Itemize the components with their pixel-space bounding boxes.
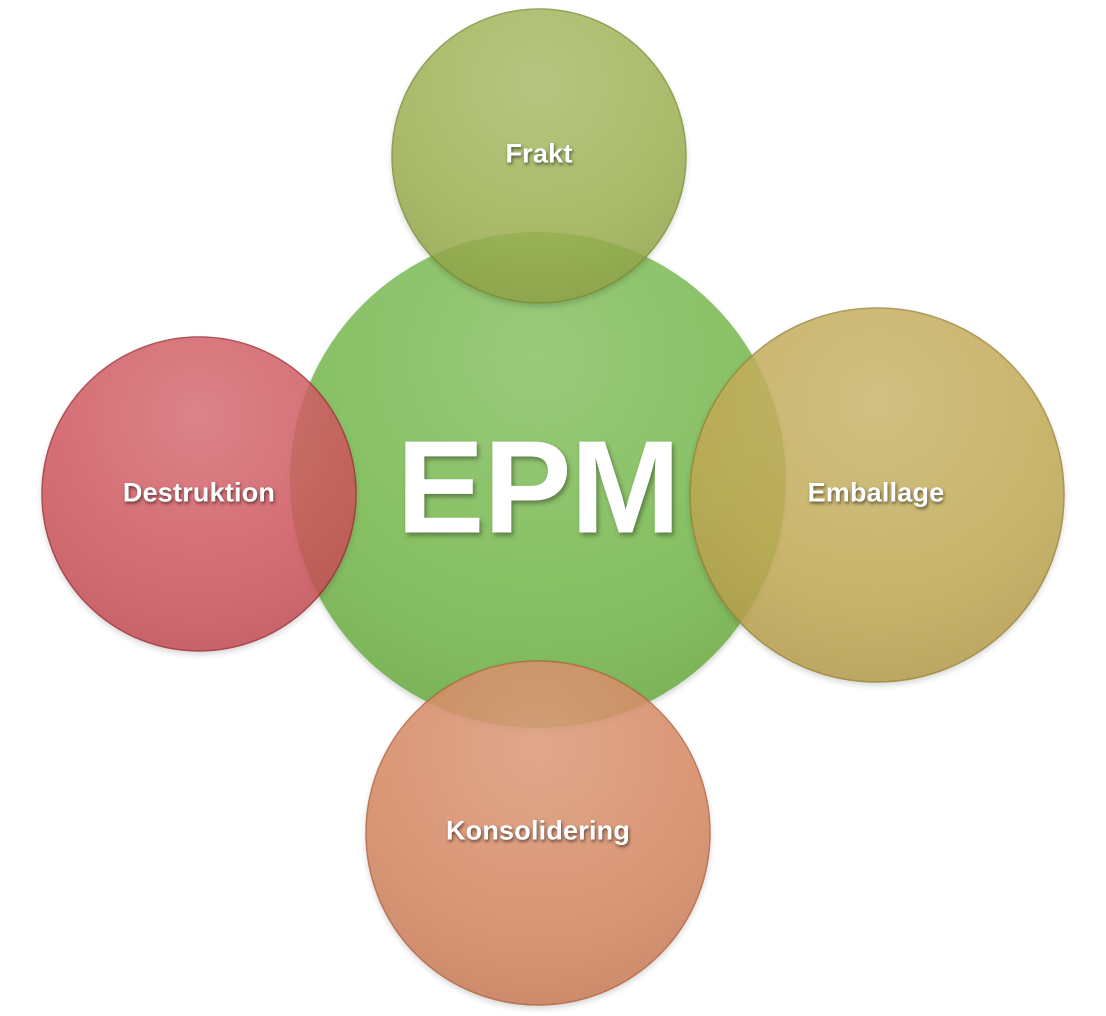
circle-konsolidering: [365, 660, 711, 1006]
circle-destruktion: [41, 336, 357, 652]
circle-emballage-gloss: [690, 308, 1064, 682]
circle-destruktion-gloss: [42, 337, 356, 651]
circle-frakt: [391, 8, 687, 304]
circle-epm-gloss: [290, 232, 786, 728]
circle-emballage: [689, 307, 1065, 683]
circle-epm: [290, 232, 786, 728]
circle-frakt-gloss: [392, 9, 686, 303]
circle-konsolidering-gloss: [366, 661, 710, 1005]
